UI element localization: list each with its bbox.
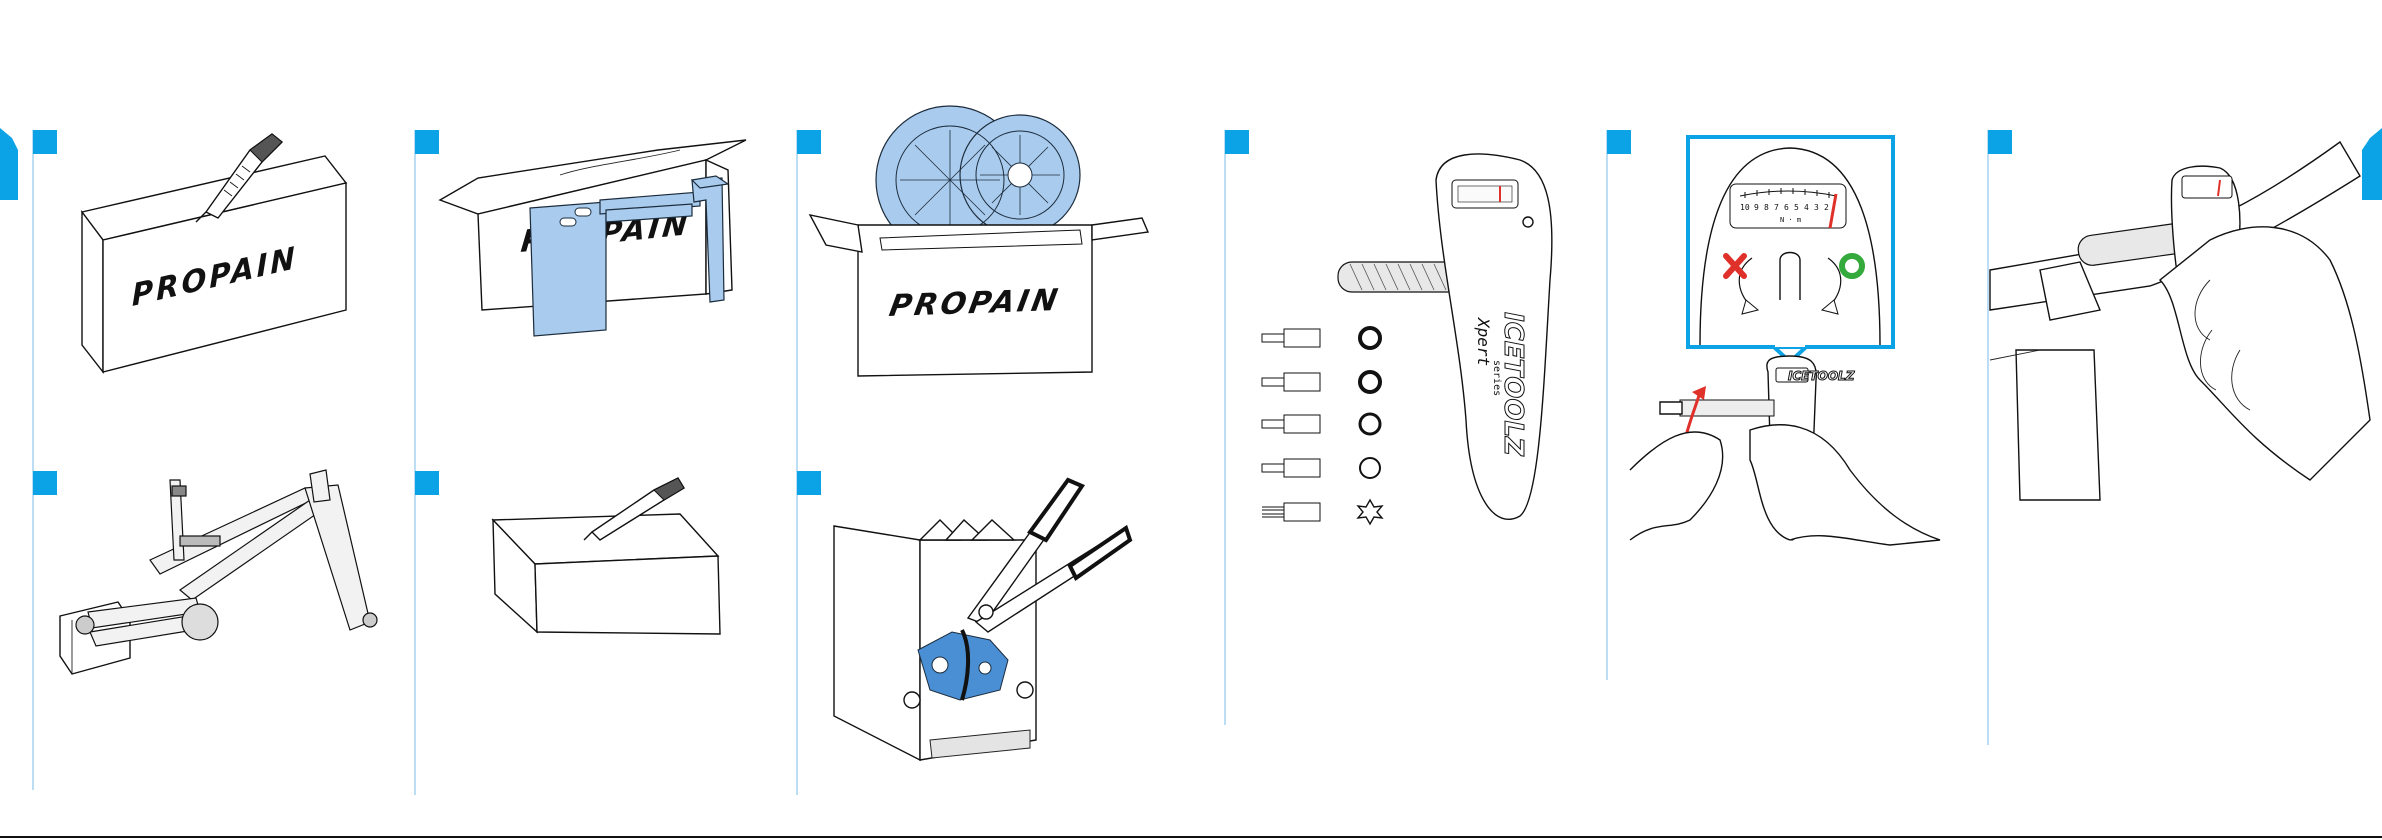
hand-icon: [2160, 227, 2370, 480]
step-marker-4: [33, 471, 57, 495]
gauge-num-5: 5: [1794, 203, 1799, 212]
gauge-scale: 10 9 8 7 6 5 4 3 2: [1740, 203, 1829, 212]
bit-hex-4: [1262, 458, 1380, 478]
panel-gauge-zoom: 10 9 8 7 6 5 4 3 2 N · m: [1630, 137, 1940, 545]
step-marker-6: [797, 471, 821, 495]
gauge-num-6: 6: [1784, 203, 1789, 212]
bike-frame-icon: [76, 470, 377, 646]
step-marker-9: [1988, 130, 2012, 154]
bit-hex-2: [1262, 372, 1380, 392]
bit-list: [1262, 328, 1382, 524]
step-marker-7: [1225, 130, 1249, 154]
panel-open-small-box: [493, 478, 720, 634]
bit-hex-1: [1262, 328, 1380, 348]
tool-brand-text-8: ICETOOLZ: [1788, 369, 1855, 383]
tool-model-text-7: Xpert: [1474, 317, 1493, 366]
gauge-num-10: 10: [1740, 203, 1750, 212]
bit-torx-5: [1262, 500, 1382, 524]
panel-frame-assembly: [60, 470, 377, 674]
fork-tube-icon: [2016, 350, 2100, 500]
gauge-num-3: 3: [1814, 203, 1819, 212]
step-marker-8: [1607, 130, 1631, 154]
gauge-num-8: 8: [1764, 203, 1769, 212]
step-marker-1: [33, 130, 57, 154]
panel-remove-wheels: PROPAIN: [810, 106, 1148, 376]
gauge-unit: N · m: [1780, 216, 1801, 224]
panel-open-box: PROPAIN: [82, 134, 346, 372]
step-marker-3: [797, 130, 821, 154]
panel-tighten-stem: [1990, 142, 2370, 500]
tool-series-text-7: series: [1491, 360, 1502, 396]
right-edge-tab: [2362, 128, 2382, 200]
gauge-num-4: 4: [1804, 203, 1809, 212]
left-edge-tab: [0, 128, 18, 200]
gauge-num-9: 9: [1754, 203, 1759, 212]
step-marker-5: [415, 471, 439, 495]
gauge-num-2: 2: [1824, 203, 1829, 212]
panel-torque-tool-bits: ICETOOLZ Xpert series: [1262, 154, 1552, 524]
panel-remove-inserts: PROPAIN: [440, 140, 746, 336]
step-marker-2: [415, 130, 439, 154]
panel-cut-cable-tie: [834, 480, 1130, 760]
hands-tool-icon: [1630, 356, 1940, 545]
box-brand-3: PROPAIN: [887, 283, 1063, 324]
gauge-num-7: 7: [1774, 203, 1779, 212]
bit-hex-3: [1262, 414, 1380, 434]
